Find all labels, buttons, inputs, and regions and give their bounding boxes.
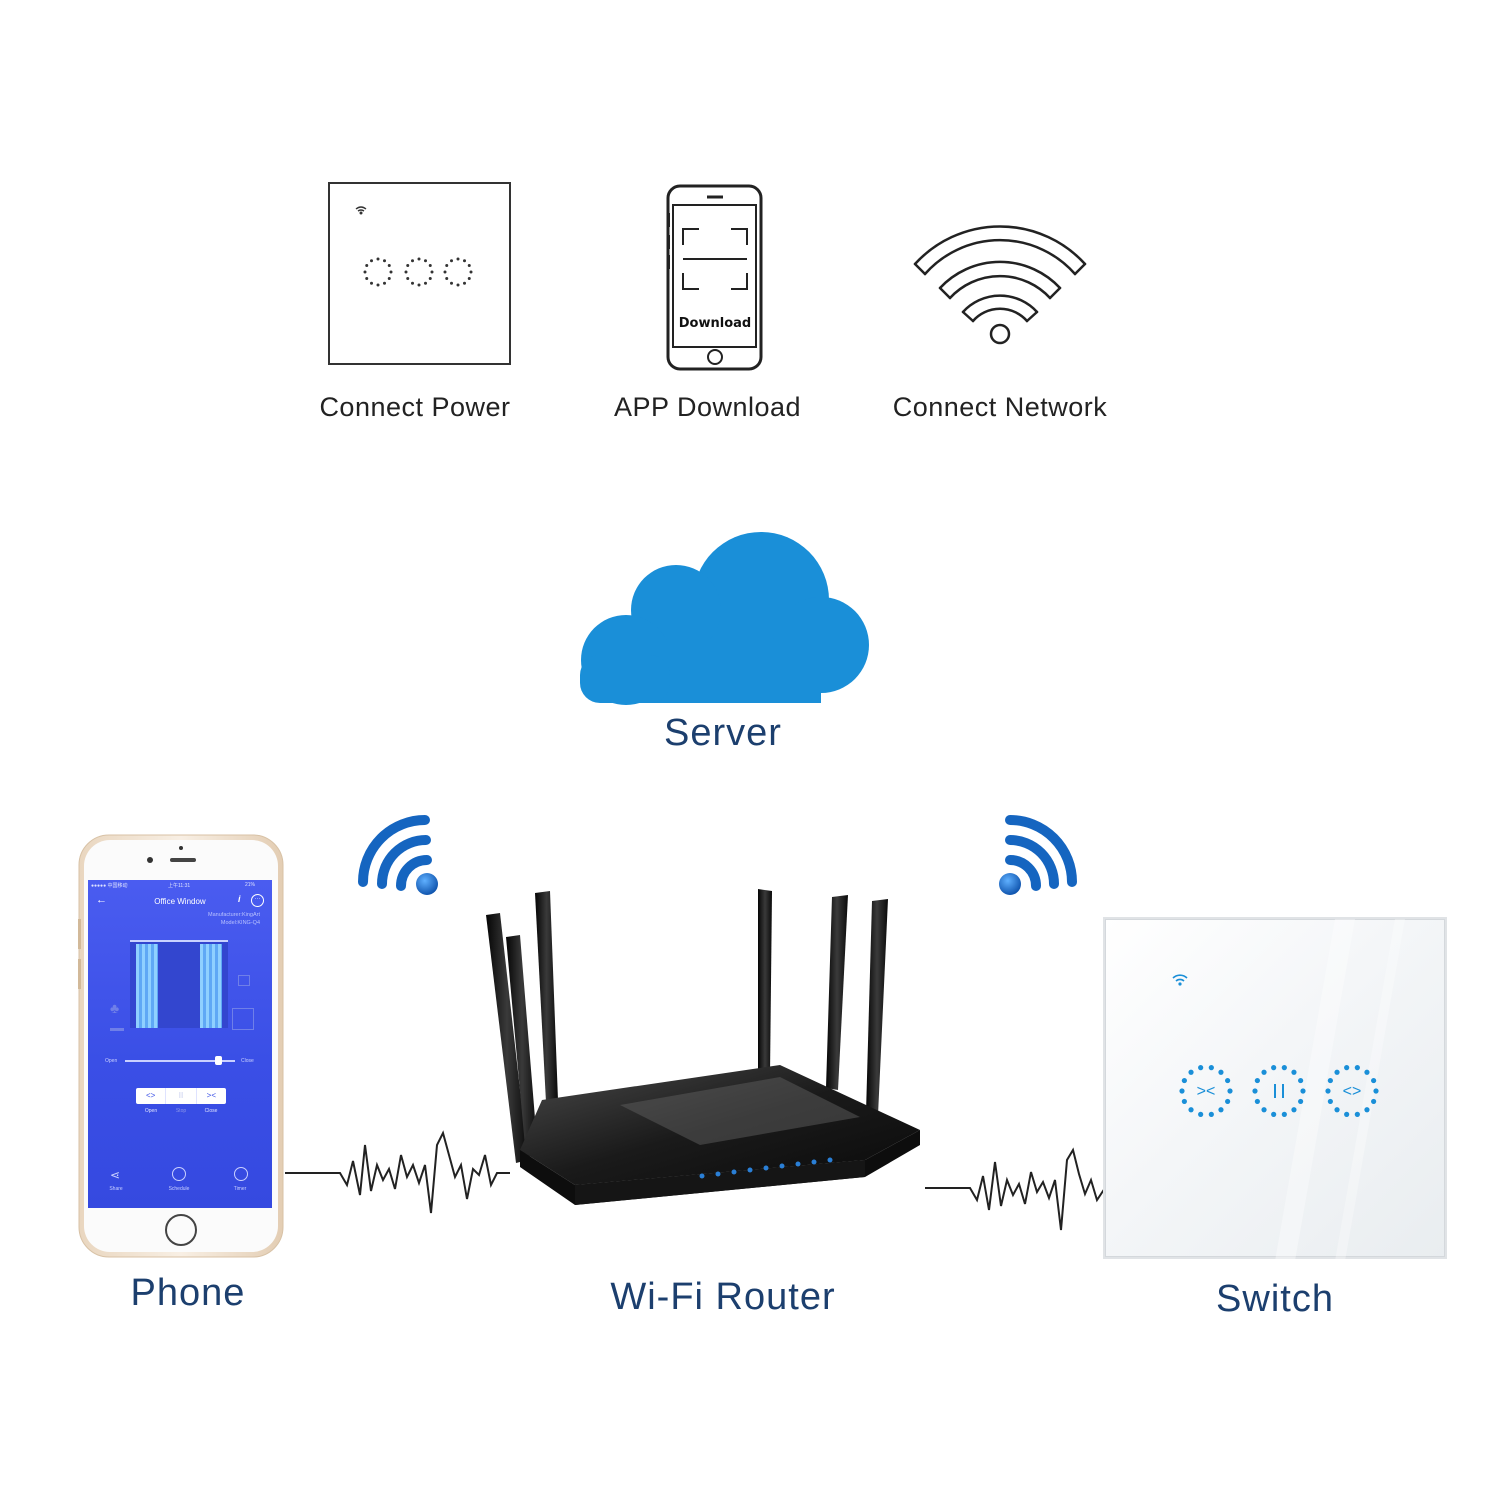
phone-outline-icon bbox=[666, 184, 763, 371]
step-app-download: Download bbox=[665, 183, 765, 373]
control-label-close: Close bbox=[204, 1108, 218, 1114]
nav-timer-label[interactable]: Timer bbox=[233, 1186, 247, 1192]
control-label-open: Open bbox=[144, 1108, 158, 1114]
info-icon[interactable]: i bbox=[238, 894, 241, 904]
schedule-icon[interactable] bbox=[172, 1167, 186, 1181]
model-text: Model:KING-Q4 bbox=[220, 920, 260, 926]
phone-device: ●●●●● 中国移动 上午11:31 21% ← Office Window i… bbox=[78, 834, 284, 1258]
more-icon[interactable]: ··· bbox=[251, 894, 264, 907]
control-button-group: <> II >< bbox=[136, 1088, 226, 1104]
switch-outline-icon bbox=[328, 182, 511, 365]
switch-label: Switch bbox=[1216, 1278, 1334, 1320]
switch-pause-touch-button[interactable] bbox=[1251, 1063, 1307, 1119]
svg-text:<>: <> bbox=[1343, 1083, 1362, 1100]
cloud-icon bbox=[580, 532, 869, 705]
position-slider[interactable] bbox=[125, 1060, 235, 1062]
slider-open-label: Open bbox=[105, 1058, 118, 1064]
switch-device: >< <> bbox=[1103, 917, 1447, 1261]
download-screen-text: Download bbox=[678, 316, 752, 331]
cabinet-icon bbox=[232, 1008, 254, 1030]
svg-text:><: >< bbox=[1197, 1083, 1216, 1100]
wifi-signal-left bbox=[355, 812, 450, 897]
router-icon bbox=[486, 889, 920, 1205]
curtain-illustration bbox=[130, 940, 228, 1028]
back-arrow-icon[interactable]: ← bbox=[96, 894, 107, 906]
step-connect-power bbox=[326, 180, 514, 368]
stop-button[interactable]: II bbox=[166, 1088, 197, 1104]
plant-icon: ♣ bbox=[110, 1000, 124, 1031]
wifi-outline-icon bbox=[913, 225, 1087, 345]
phone-label: Phone bbox=[130, 1272, 246, 1314]
nav-share-label[interactable]: Share bbox=[109, 1186, 123, 1192]
wifi-router bbox=[480, 885, 930, 1230]
close-button[interactable]: >< bbox=[206, 1091, 216, 1100]
step-label-app-download: APP Download bbox=[613, 392, 802, 422]
wifi-signal-icon bbox=[358, 815, 438, 895]
picture-icon bbox=[238, 975, 250, 986]
wifi-signal-right bbox=[990, 812, 1085, 897]
control-label-stop: Stop bbox=[175, 1108, 187, 1114]
status-bar-battery: 21% bbox=[245, 882, 256, 888]
slider-close-label: Close bbox=[241, 1058, 254, 1064]
phone-screen: ●●●●● 中国移动 上午11:31 21% ← Office Window i… bbox=[88, 880, 272, 1208]
switch-open-touch-button[interactable]: <> bbox=[1324, 1063, 1380, 1119]
signal-wave-right bbox=[925, 1140, 1105, 1235]
share-icon[interactable]: ⋖ bbox=[110, 1168, 121, 1182]
timer-icon[interactable] bbox=[234, 1167, 248, 1181]
wifi-signal-icon bbox=[999, 815, 1077, 895]
status-bar-time: 上午11:31 bbox=[168, 883, 191, 889]
switch-close-touch-button[interactable]: >< bbox=[1178, 1063, 1234, 1119]
step-label-connect-power: Connect Power bbox=[319, 392, 511, 422]
step-label-connect-network: Connect Network bbox=[892, 392, 1108, 422]
switch-wifi-indicator-icon bbox=[1172, 973, 1188, 987]
slider-handle[interactable] bbox=[215, 1056, 222, 1065]
status-bar-carrier: ●●●●● 中国移动 bbox=[91, 883, 128, 889]
step-connect-network bbox=[905, 208, 1095, 348]
router-label: Wi-Fi Router bbox=[610, 1276, 836, 1318]
server-cloud bbox=[576, 530, 872, 705]
signal-wave-left bbox=[285, 1125, 510, 1220]
app-title: Office Window bbox=[154, 897, 206, 906]
server-label: Server bbox=[664, 712, 782, 754]
nav-schedule-label[interactable]: Schedule bbox=[168, 1186, 190, 1192]
manufacturer-text: Manufacturer:KingArt bbox=[208, 912, 260, 918]
open-button[interactable]: <> bbox=[136, 1088, 167, 1104]
